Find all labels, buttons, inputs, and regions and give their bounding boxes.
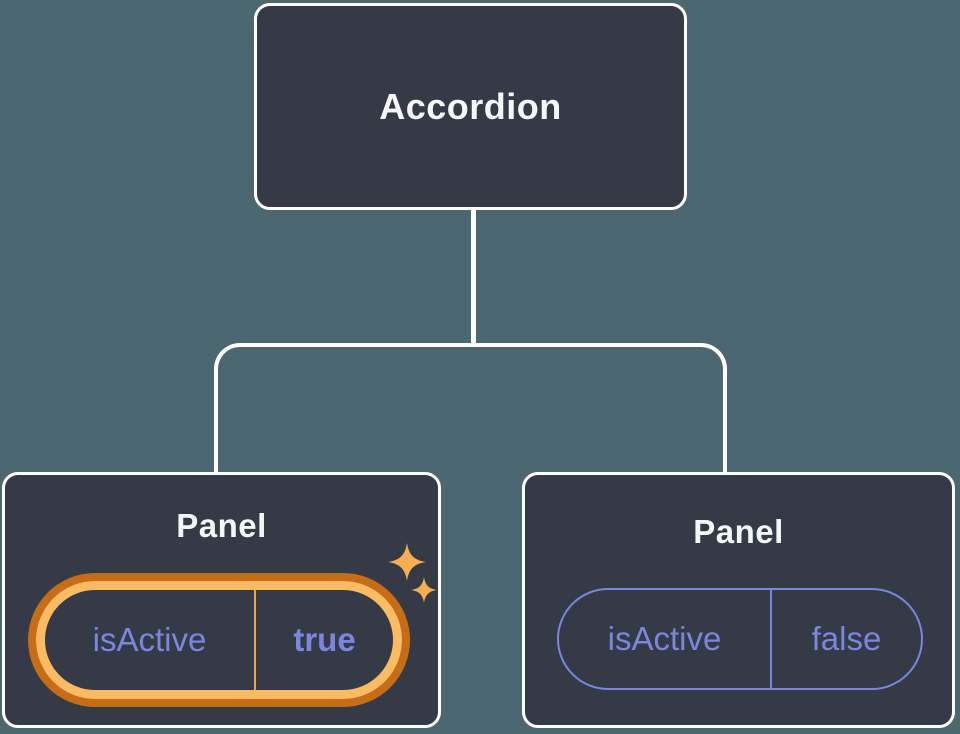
panel-title: Panel <box>176 507 267 544</box>
state-prop-value: false <box>811 620 882 657</box>
node-panel-inactive: Panel isActive false <box>522 472 955 728</box>
node-accordion: Accordion <box>254 3 687 210</box>
state-pill-inactive: isActive false <box>557 588 923 690</box>
node-panel-active: Panel isActive true <box>2 472 441 728</box>
state-pill-active: isActive true <box>36 581 402 699</box>
panel-title: Panel <box>693 513 784 550</box>
pill-divider <box>254 590 256 690</box>
pill-divider <box>770 590 772 688</box>
state-prop-value: true <box>293 621 356 658</box>
sparkle-icon <box>388 543 426 581</box>
state-prop-name: isActive <box>607 620 722 657</box>
node-accordion-label: Accordion <box>379 85 562 127</box>
connector-root-stem <box>471 206 476 346</box>
connector-branch <box>214 343 727 472</box>
state-prop-name: isActive <box>92 621 207 658</box>
sparkle-icon <box>411 577 437 603</box>
